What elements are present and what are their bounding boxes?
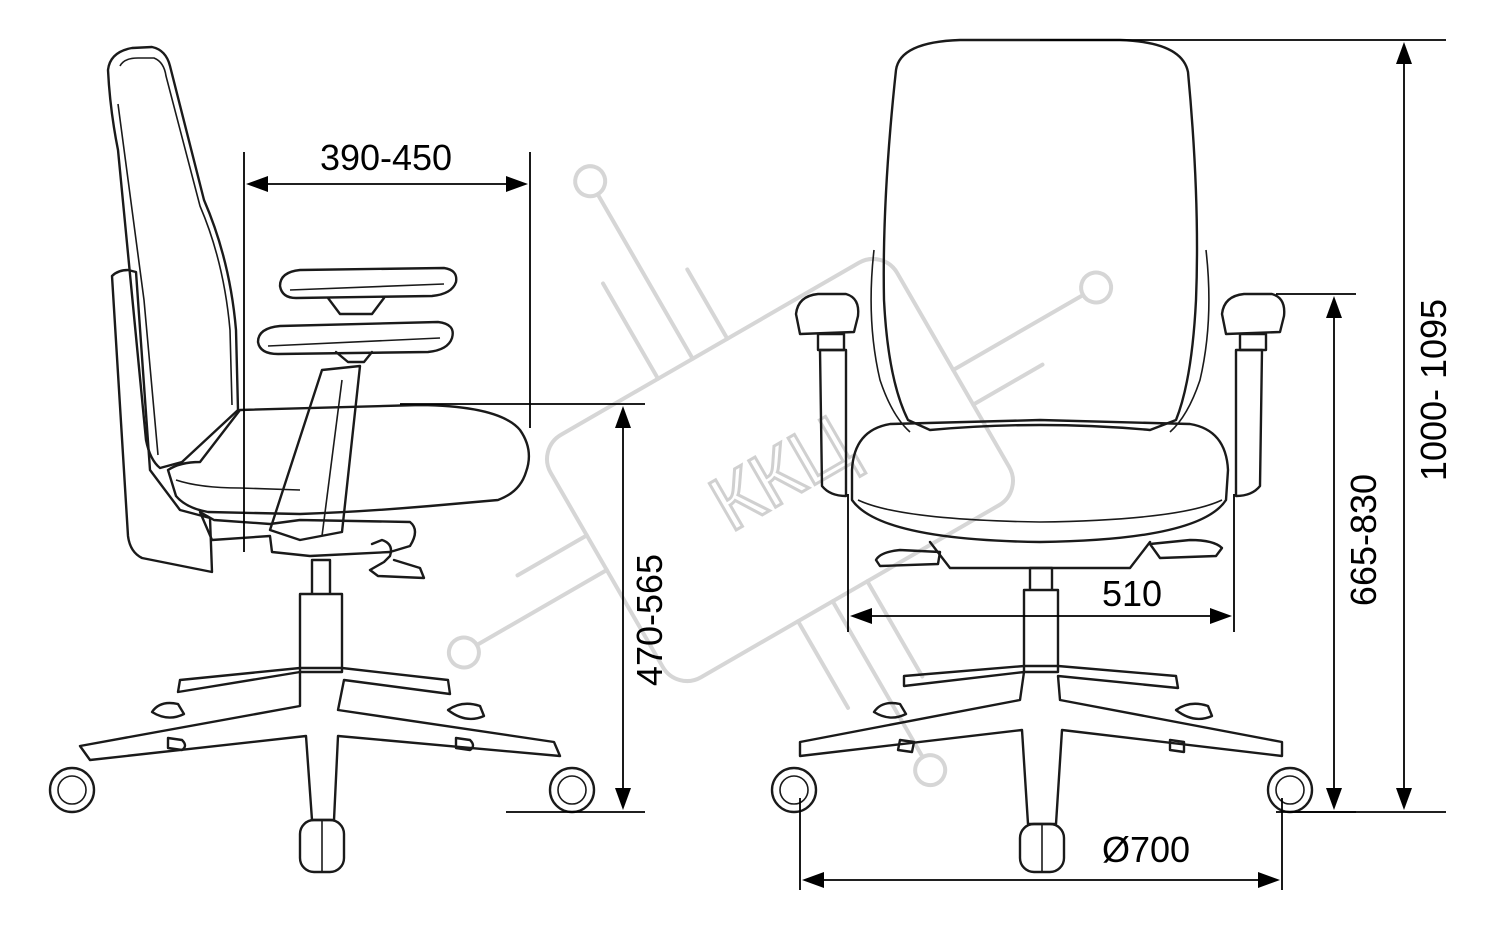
side-gas-lift xyxy=(298,558,344,674)
front-mechanism xyxy=(928,540,1152,570)
front-view-chair xyxy=(770,38,1314,874)
front-seat xyxy=(850,418,1230,544)
front-casters xyxy=(770,701,1314,874)
seat-height-label: 470-565 xyxy=(629,554,670,686)
dimension-base-diameter: Ø700 xyxy=(799,798,1283,890)
dimension-armrest-height: 665-830 xyxy=(1276,293,1384,813)
front-base xyxy=(798,664,1284,826)
side-base xyxy=(78,666,562,822)
side-casters xyxy=(48,701,596,874)
side-mechanism xyxy=(198,510,417,558)
dimension-overall-height: 1000- 1095 xyxy=(1040,39,1454,813)
side-armrest-upper xyxy=(278,266,458,300)
side-view-chair xyxy=(48,45,596,874)
dimension-seat-width: 510 xyxy=(847,494,1235,632)
side-backrest xyxy=(106,45,240,470)
side-arm-post xyxy=(268,364,362,542)
front-gas-lift xyxy=(1022,566,1060,674)
side-armrest-lower xyxy=(256,320,454,356)
front-armrest-right xyxy=(1220,292,1286,336)
armrest-height-label: 665-830 xyxy=(1343,474,1384,606)
dimension-seat-height: 470-565 xyxy=(400,403,670,813)
watermark-text: ККЦ xyxy=(695,397,868,547)
dimension-arm-depth: 390-450 xyxy=(243,137,531,552)
side-back-cover xyxy=(110,268,214,574)
front-armrest-left xyxy=(794,292,860,336)
front-backrest xyxy=(882,38,1199,432)
seat-width-label: 510 xyxy=(1102,573,1162,614)
base-diameter-label: Ø700 xyxy=(1102,829,1190,870)
overall-height-label: 1000- 1095 xyxy=(1413,299,1454,481)
side-seat xyxy=(166,403,531,516)
arm-depth-label: 390-450 xyxy=(320,137,452,178)
